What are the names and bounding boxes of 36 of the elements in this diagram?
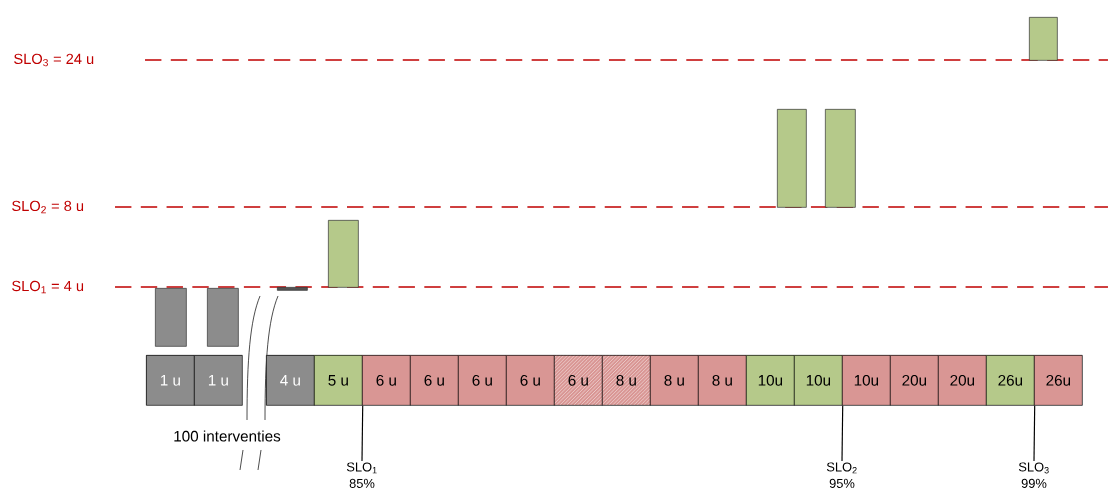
bar bbox=[207, 288, 239, 347]
slo-label: SLO$_{3}$ 99% bbox=[1018, 462, 1049, 488]
leader-line bbox=[361, 405, 364, 462]
leader-line bbox=[841, 405, 844, 462]
threshold-label: SLO$_{3}$ = 24 u bbox=[12, 52, 96, 68]
interval-cell: 6 u bbox=[506, 355, 555, 406]
interval-cell: 26u bbox=[1034, 355, 1083, 406]
interval-cell: 4 u bbox=[266, 355, 315, 406]
interval-cell: 10u bbox=[746, 355, 795, 406]
interval-cell: 10u bbox=[794, 355, 843, 406]
interval-cell: 1 u bbox=[146, 355, 195, 406]
bar bbox=[155, 288, 187, 347]
interval-cell: 1 u bbox=[194, 355, 243, 406]
hatched-cell: 6 u bbox=[554, 355, 603, 406]
threshold-label: SLO$_{1}$ = 4 u bbox=[10, 279, 86, 295]
bar bbox=[825, 109, 856, 208]
bar bbox=[277, 287, 308, 291]
threshold-label: SLO$_{2}$ = 8 u bbox=[10, 199, 86, 215]
interval-cell: 20u bbox=[890, 355, 939, 406]
interval-cell: 6 u bbox=[362, 355, 411, 406]
slo-label: SLO$_{1}$ 85% bbox=[346, 462, 377, 488]
note-label: 100 interventies bbox=[170, 428, 284, 444]
interval-cell: 5 u bbox=[314, 355, 363, 406]
interval-cell: 20u bbox=[938, 355, 987, 406]
interval-cell: 8 u bbox=[650, 355, 699, 406]
interval-cell: 8 u bbox=[698, 355, 747, 406]
interval-cell: 26u bbox=[986, 355, 1035, 406]
bar bbox=[328, 220, 359, 288]
hatched-cell: 8 u bbox=[602, 355, 651, 406]
slo-label: SLO$_{2}$ 95% bbox=[826, 462, 857, 488]
bar bbox=[1029, 17, 1058, 61]
interval-cell: 6 u bbox=[410, 355, 459, 406]
bar bbox=[777, 109, 807, 208]
leader-line bbox=[1033, 405, 1036, 462]
interval-cell: 10u bbox=[842, 355, 891, 406]
interval-cell: 6 u bbox=[458, 355, 507, 406]
